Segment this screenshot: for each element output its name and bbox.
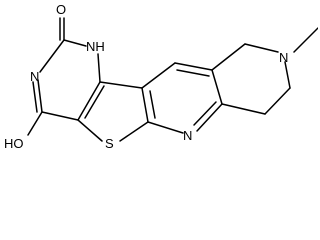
bond-c1-n2 [244,43,279,53]
bond-c4a-c9b-double [84,85,105,119]
atom-labels: O NH N HO S N N [4,2,288,151]
atom-pyridine-n: N [183,128,192,143]
bond-c8a-c1 [211,43,246,71]
atom-hydroxyl: HO [4,136,24,151]
bond-c5a-c9a [141,87,149,123]
bond-n3-c4-double [32,81,38,113]
bond-c3-c4 [264,87,291,115]
bond-c2-n1 [63,39,87,47]
bond-c9-c8a-double [176,69,210,77]
bonds [27,17,318,142]
bond-c9a-c9b [99,81,143,89]
bond-n2-methyl [293,27,318,53]
bond-n3-c4 [37,79,43,113]
bond-c4-c4a [41,111,79,121]
atom-thiophene-s: S [105,136,114,151]
atom-carbonyl-oxygen: O [56,2,66,17]
bond-c4b-n5-double [193,101,217,126]
bond-c2-n3 [39,39,65,73]
bond-n1-c9b [97,53,101,83]
bond-c4b-n5 [196,103,223,132]
bond-c4a-c9b [77,81,101,121]
bond-c4a-s [77,119,103,142]
bond-c8a-c4b [211,69,223,105]
bond-c4-oh [27,111,43,136]
atom-amine-n: N [279,50,288,65]
bond-c9-c8a [174,62,213,71]
bond-c4-c4b [221,103,266,115]
bond-c5a-c9a-inner [149,90,156,119]
bond-s-c5a [119,121,149,142]
bond-n2-c3 [284,61,291,89]
bond-c9a-c9 [141,62,176,89]
atom-nh: NH [86,39,105,54]
bond-n5-c5a [147,121,184,134]
molecule-structure: O NH N HO S N N [4,2,318,151]
atom-pyrimidine-n: N [30,69,39,84]
